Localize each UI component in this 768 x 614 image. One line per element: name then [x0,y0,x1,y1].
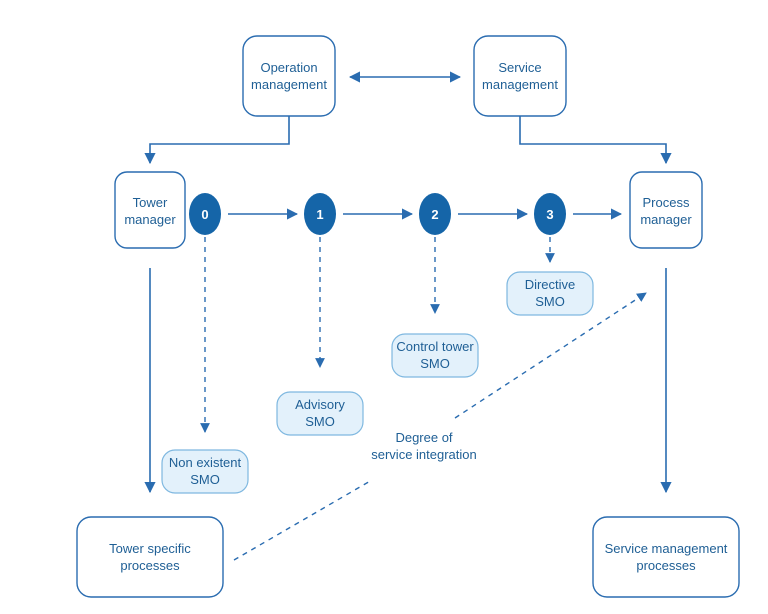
smo-advisory: Advisory SMO [276,391,364,436]
service-to-process-arrow [519,116,672,165]
operation-management-box: Operation management [242,35,336,117]
dashed-connectors [200,237,647,561]
tower-specific-processes-line-2: processes [120,558,180,573]
tower-manager-line-2: manager [124,212,176,227]
smo-non-existent-line-1: Non existent [169,455,242,470]
process-manager-line-1: Process [643,195,690,210]
connectors [144,71,672,494]
service-integration-line-1: Degree of [395,430,452,445]
step-2-circle: 2 [419,193,451,235]
smo-directive: Directive SMO [506,271,594,316]
smo-non-existent: Non existent SMO [161,449,249,494]
operation-management-line-1: Operation [260,60,317,75]
step-0-circle: 0 [189,193,221,235]
step-3-circle: 3 [534,193,566,235]
service-management-line-2: management [482,77,558,92]
smo-control-tower-line-2: SMO [420,356,450,371]
smo-advisory-line-2: SMO [305,414,335,429]
service-management-processes-box: Service management processes [592,516,740,598]
smo-directive-line-1: Directive [525,277,576,292]
smo-advisory-line-1: Advisory [295,397,345,412]
smo-non-existent-line-2: SMO [190,472,220,487]
step-1-circle: 1 [304,193,336,235]
service-management-processes-line-2: processes [636,558,696,573]
smo-control-tower: Control tower SMO [391,333,479,378]
process-manager-box: Process manager [629,171,703,249]
service-management-line-1: Service [498,60,541,75]
step-3-label: 3 [546,207,553,222]
operation-management-line-2: management [251,77,327,92]
service-management-processes-line-1: Service management [605,541,728,556]
smo-control-tower-line-1: Control tower [396,339,474,354]
step-1-label: 1 [316,207,323,222]
service-management-box: Service management [473,35,567,117]
service-integration-dashed-arrow [233,479,373,561]
service-integration-dashed-arrow-head [454,292,647,419]
tower-manager-box: Tower manager [114,171,186,249]
service-integration-line-2: service integration [371,447,477,462]
process-manager-line-2: manager [640,212,692,227]
step-0-label: 0 [201,207,208,222]
step-2-label: 2 [431,207,438,222]
tower-specific-processes-line-1: Tower specific [109,541,191,556]
operation-to-tower-arrow [144,116,290,165]
smo-directive-line-2: SMO [535,294,565,309]
service-integration-label: Degree of service integration [371,430,477,462]
tower-manager-line-1: Tower [133,195,168,210]
tower-specific-processes-box: Tower specific processes [76,516,224,598]
